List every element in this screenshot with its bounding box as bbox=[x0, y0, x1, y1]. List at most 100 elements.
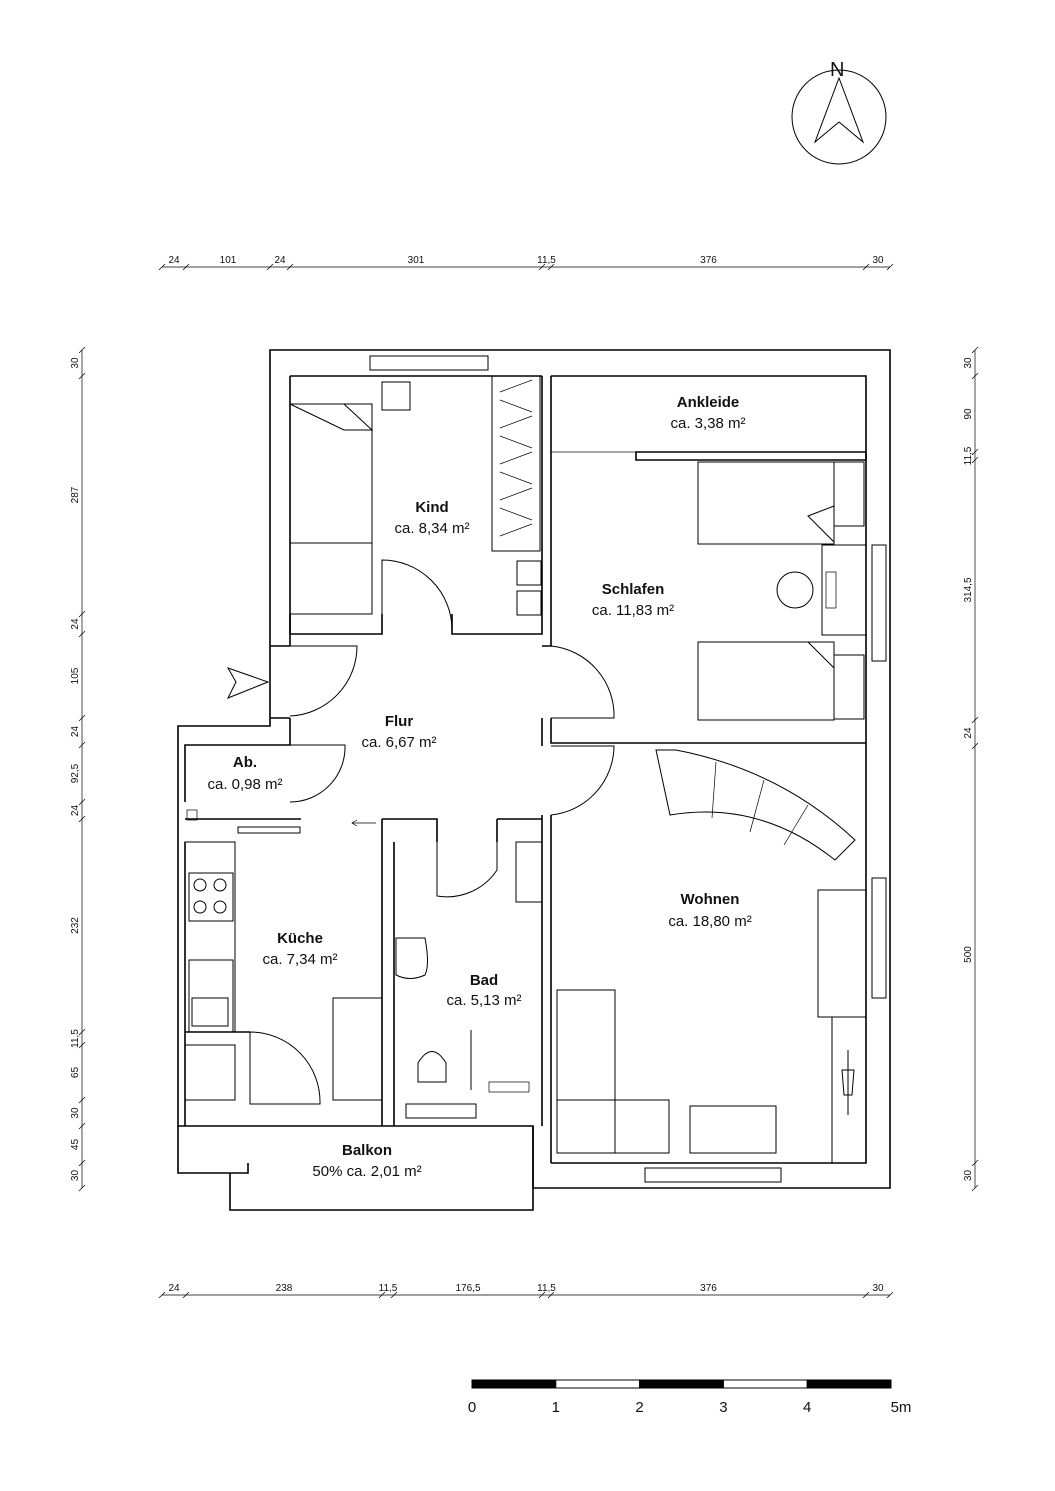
doors bbox=[237, 559, 615, 1105]
left-dim-tick bbox=[78, 630, 86, 638]
scale-bar-segment bbox=[806, 1379, 892, 1389]
bed-schlafen-top bbox=[697, 461, 835, 545]
left-dim-tick bbox=[78, 346, 86, 354]
room-area-kueche: ca. 7,34 m² bbox=[262, 951, 337, 968]
door-balkon bbox=[249, 1031, 321, 1105]
top-dim-tick bbox=[547, 263, 555, 271]
bottom-dim-label: 24 bbox=[168, 1283, 180, 1294]
left-dim-label: 24 bbox=[70, 726, 81, 738]
bottom-dim-label: 376 bbox=[700, 1283, 717, 1294]
furniture-bad bbox=[395, 841, 543, 1093]
room-name-kueche: Küche bbox=[277, 930, 323, 947]
window-wohnen-bottom bbox=[644, 1167, 782, 1183]
sink bbox=[188, 959, 234, 1033]
bottom-dim-tick bbox=[390, 1291, 398, 1299]
left-dim-tick bbox=[78, 1028, 86, 1036]
top-dim-label: 24 bbox=[168, 255, 180, 266]
sliding-door-kueche bbox=[237, 826, 301, 834]
scale-bar-label: 5m bbox=[891, 1399, 912, 1416]
left-dim-tick bbox=[78, 798, 86, 806]
entrance-arrow-icon bbox=[226, 667, 270, 699]
stove-burner-4 bbox=[213, 900, 227, 914]
floor-lamp-icon bbox=[841, 1050, 855, 1115]
room-name-schlafen: Schlafen bbox=[602, 581, 665, 598]
bottom-dim-label: 11,5 bbox=[537, 1283, 556, 1294]
left-dim-tick bbox=[78, 1184, 86, 1192]
nightstand-bottom bbox=[833, 654, 865, 720]
room-name-kind: Kind bbox=[415, 499, 448, 516]
room-area-schlafen: ca. 11,83 m² bbox=[592, 602, 674, 619]
right-dim-tick bbox=[971, 716, 979, 724]
room-area-kind: ca. 8,34 m² bbox=[394, 520, 469, 537]
top-dim-label: 30 bbox=[872, 255, 884, 266]
left-dim-label: 24 bbox=[70, 618, 81, 630]
bottom-dim-label: 30 bbox=[872, 1283, 884, 1294]
bed-pillow bbox=[289, 403, 374, 544]
furniture-kind bbox=[289, 375, 542, 616]
chair-kind bbox=[381, 381, 411, 411]
room-area-ankleide: ca. 3,38 m² bbox=[670, 415, 745, 432]
tv-cabinet bbox=[817, 889, 867, 1018]
top-dim-tick bbox=[266, 263, 274, 271]
wardrobe-kind bbox=[491, 375, 541, 552]
left-dim-tick bbox=[78, 1096, 86, 1104]
fridge bbox=[184, 1044, 236, 1101]
left-dim-label: 30 bbox=[70, 1170, 81, 1182]
door-bad bbox=[436, 819, 498, 898]
right-dim-tick bbox=[971, 448, 979, 456]
left-dim-tick bbox=[78, 1041, 86, 1049]
north-label: N bbox=[830, 59, 844, 81]
drying-rack bbox=[488, 1081, 530, 1093]
left-dim-label: 105 bbox=[70, 667, 81, 684]
room-area-wohnen: ca. 18,80 m² bbox=[668, 913, 751, 930]
left-dim-label: 232 bbox=[70, 917, 81, 934]
nightstand-top bbox=[833, 461, 865, 527]
washbasin bbox=[395, 937, 428, 979]
right-dim-label: 500 bbox=[963, 946, 974, 963]
ab-small-box bbox=[186, 809, 198, 821]
keyboard bbox=[825, 571, 837, 609]
scale-bar-label: 2 bbox=[635, 1399, 643, 1416]
left-dim-label: 65 bbox=[70, 1067, 81, 1079]
bed-schlafen-pillows bbox=[806, 462, 835, 669]
wall-flur bbox=[184, 634, 866, 1163]
right-dim-tick bbox=[971, 742, 979, 750]
ankleide-shelf bbox=[550, 375, 867, 453]
right-dim-label: 30 bbox=[963, 1170, 974, 1182]
corner-sofa-extension bbox=[556, 1099, 670, 1154]
room-area-bad: ca. 5,13 m² bbox=[446, 992, 521, 1009]
scale-bar-segment bbox=[722, 1379, 808, 1389]
scale-bar-label: 4 bbox=[803, 1399, 811, 1416]
room-area-balkon: 50% ca. 2,01 m² bbox=[312, 1163, 421, 1180]
inner-wall-outline bbox=[289, 375, 867, 1164]
scale-bar-label: 0 bbox=[468, 1399, 476, 1416]
door-schlafen bbox=[550, 645, 615, 719]
shower-tray bbox=[515, 841, 543, 903]
shelf-kind-2 bbox=[516, 590, 542, 616]
bottom-dim-tick bbox=[378, 1291, 386, 1299]
stove-burner-2 bbox=[213, 878, 227, 892]
room-area-flur: ca. 6,67 m² bbox=[361, 734, 436, 751]
window-wohnen-right bbox=[871, 877, 887, 999]
shelf-kind-1 bbox=[516, 560, 542, 586]
scale-bar-label: 3 bbox=[719, 1399, 727, 1416]
furniture-wohnen bbox=[556, 749, 867, 1164]
right-dim-tick bbox=[971, 346, 979, 354]
top-dim-tick bbox=[538, 263, 546, 271]
wall-balkon bbox=[177, 1126, 534, 1211]
scale-bar-label: 1 bbox=[552, 1399, 560, 1416]
bottom-dim-tick bbox=[182, 1291, 190, 1299]
right-dim-label: 24 bbox=[963, 727, 974, 739]
furniture-schlafen bbox=[550, 375, 867, 721]
wardrobe-hangers bbox=[499, 379, 533, 537]
room-name-bad: Bad bbox=[470, 972, 498, 989]
corner-sofa bbox=[556, 989, 616, 1154]
bottom-dim-label: 238 bbox=[276, 1283, 293, 1294]
door-kind bbox=[381, 559, 453, 634]
left-dim-label: 24 bbox=[70, 805, 81, 817]
room-name-wohnen: Wohnen bbox=[681, 891, 740, 908]
right-dim-label: 11,5 bbox=[963, 446, 974, 465]
left-dim-label: 45 bbox=[70, 1139, 81, 1151]
furniture-kueche bbox=[184, 841, 383, 1101]
